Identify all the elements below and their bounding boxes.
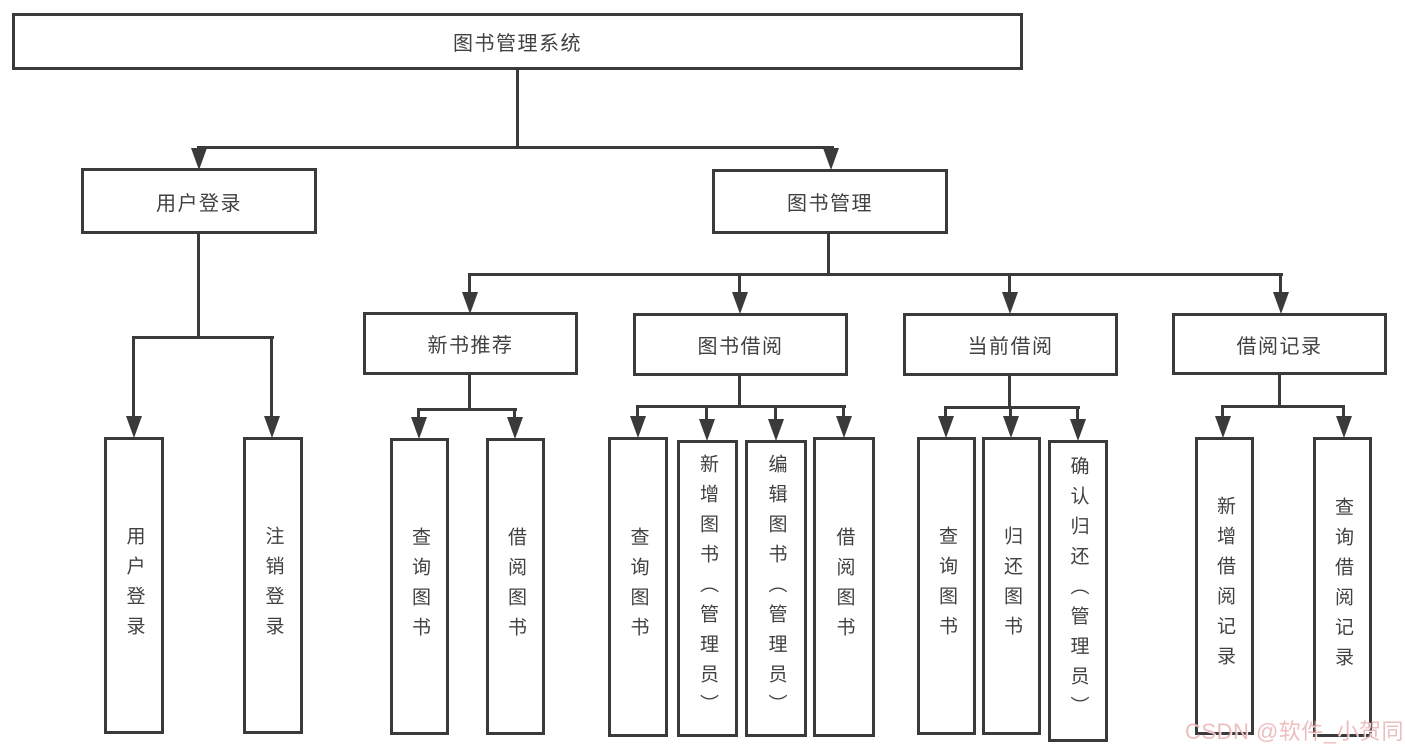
connector-line [738, 375, 741, 408]
node-cb-return-books: 归还图书 [982, 437, 1041, 735]
arrow-head [1002, 292, 1018, 314]
arrow-head [191, 148, 207, 170]
node-cb-query-books: 查询图书 [917, 437, 976, 735]
node-logout-label: 注销登录 [262, 525, 284, 646]
node-cb-confirm-return-label: 确认归还（管理员） [1067, 456, 1089, 726]
node-bb-edit-books: 编辑图书（管理员） [745, 440, 807, 737]
node-user-login-leaf: 用户登录 [104, 437, 164, 734]
node-bb-query-books-label: 查询图书 [627, 527, 649, 647]
node-root: 图书管理系统 [12, 13, 1023, 70]
node-nb-borrow-books-label: 借阅图书 [505, 526, 526, 647]
connector-line [842, 405, 845, 418]
node-bb-borrow-books-label: 借阅图书 [833, 527, 855, 647]
node-cb-confirm-return: 确认归还（管理员） [1048, 440, 1108, 742]
node-br-query-record-label: 查询借阅记录 [1332, 497, 1353, 677]
arrow-head [732, 292, 748, 314]
connector-line [944, 406, 947, 418]
arrow-head [630, 416, 646, 438]
connector-line [417, 408, 517, 411]
node-new-books: 新书推荐 [363, 312, 578, 375]
node-book-mgmt-label: 图书管理 [787, 193, 873, 215]
connector-line [1278, 375, 1281, 408]
arrow-head [126, 416, 142, 438]
csdn-watermark: CSDN @软件_小贺同学 [1185, 719, 1405, 744]
connector-line [468, 273, 1283, 276]
connector-line [197, 146, 834, 149]
node-user-login: 用户登录 [81, 168, 317, 234]
node-logout: 注销登录 [243, 437, 303, 734]
node-cb-return-books-label: 归还图书 [1001, 526, 1022, 646]
connector-line [1076, 406, 1079, 421]
arrow-head [411, 417, 427, 439]
connector-line [468, 273, 471, 294]
node-borrow-records-label: 借阅记录 [1236, 335, 1323, 358]
connector-line [827, 234, 830, 276]
arrow-head [768, 419, 784, 441]
arrow-head [264, 416, 280, 438]
node-root-label: 图书管理系统 [453, 33, 582, 55]
connector-line [1221, 405, 1345, 408]
node-book-borrow: 图书借阅 [633, 313, 848, 376]
arrow-head [1215, 416, 1231, 438]
connector-line [1342, 405, 1345, 418]
node-current-borrow-label: 当前借阅 [967, 336, 1054, 358]
connector-line [636, 405, 639, 418]
connector-line [738, 273, 741, 294]
node-br-query-record: 查询借阅记录 [1313, 437, 1372, 737]
connector-line [636, 405, 846, 408]
arrow-head [938, 416, 954, 438]
connector-line [132, 336, 274, 339]
connector-line [513, 408, 516, 419]
connector-line [705, 405, 708, 421]
node-nb-borrow-books: 借阅图书 [486, 438, 545, 735]
connector-line [197, 233, 200, 339]
connector-line [1009, 406, 1012, 418]
connector-line [1279, 273, 1282, 294]
node-nb-query-books-label: 查询图书 [409, 526, 430, 647]
arrow-head [699, 419, 715, 441]
arrow-head [462, 292, 478, 314]
node-br-add-record-label: 新增借阅记录 [1214, 496, 1235, 676]
connector-line [270, 336, 273, 418]
connector-line [468, 375, 471, 411]
connector-line [774, 405, 777, 421]
connector-line [516, 70, 519, 149]
arrow-head [1070, 419, 1086, 441]
arrow-head [1003, 416, 1019, 438]
node-book-borrow-label: 图书借阅 [697, 336, 784, 358]
connector-line [417, 408, 420, 419]
node-bb-add-books-label: 新增图书（管理员） [697, 453, 718, 724]
node-cb-query-books-label: 查询图书 [936, 526, 957, 646]
connector-line [944, 406, 1080, 409]
node-user-login-leaf-label: 用户登录 [123, 525, 145, 646]
node-bb-query-books: 查询图书 [608, 437, 668, 737]
node-br-add-record: 新增借阅记录 [1195, 437, 1254, 735]
arrow-head [1336, 416, 1352, 438]
arrow-head [836, 416, 852, 438]
node-bb-edit-books-label: 编辑图书（管理员） [765, 453, 787, 724]
node-nb-query-books: 查询图书 [390, 438, 449, 735]
arrow-head [823, 148, 839, 170]
node-new-books-label: 新书推荐 [427, 335, 514, 357]
connector-line [132, 336, 135, 418]
node-borrow-records: 借阅记录 [1172, 313, 1387, 375]
connector-line [1008, 273, 1011, 294]
node-bb-borrow-books: 借阅图书 [813, 437, 875, 737]
connector-line [1221, 405, 1224, 418]
arrow-head [1273, 292, 1289, 314]
node-current-borrow: 当前借阅 [903, 313, 1118, 376]
arrow-head [507, 417, 523, 439]
node-book-mgmt: 图书管理 [712, 169, 948, 234]
node-bb-add-books: 新增图书（管理员） [677, 440, 738, 737]
node-user-login-label: 用户登录 [156, 192, 242, 215]
connector-line [1008, 375, 1011, 409]
